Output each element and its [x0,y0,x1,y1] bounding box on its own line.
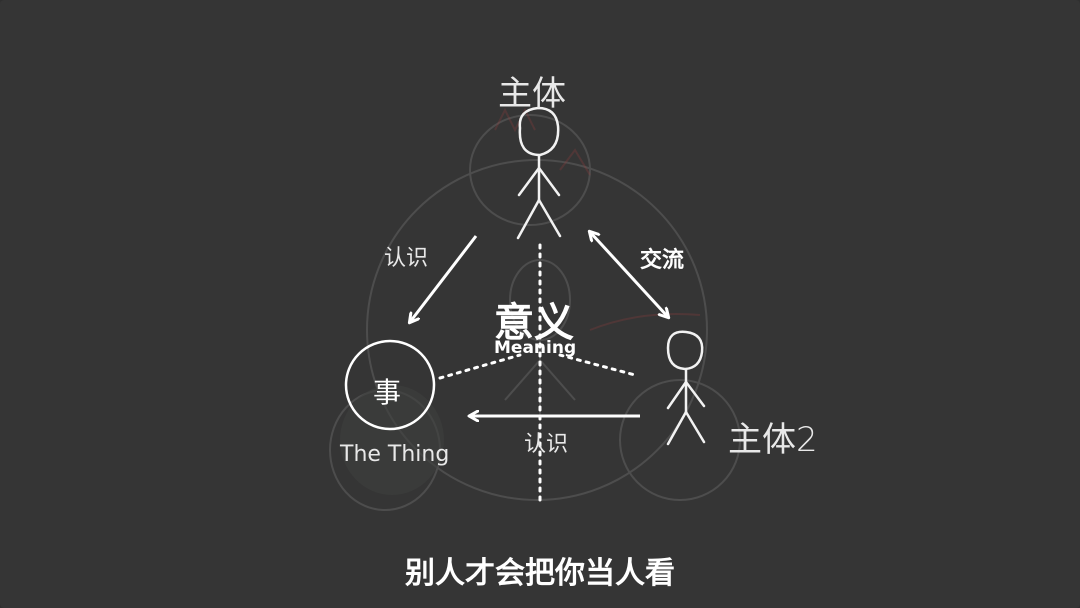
subject-top-figure [516,106,562,240]
meaning-label-cn: 意义 [494,300,574,346]
communicate-label: 交流 [640,248,685,273]
subject-2-figure [666,330,706,446]
thing-label-cn: 事 [373,376,402,409]
subtitle-caption: 别人才会把你当人看 [405,556,675,591]
recognize-arrow-left [410,235,478,322]
subject-top-label: 主体 [498,74,566,114]
recognize-bottom-label: 认识 [524,432,569,457]
thing-circle [344,339,436,431]
meaning-label-en: Meaning [494,338,577,358]
subject-2-label: 主体2 [728,420,818,460]
thing-texture [340,385,444,495]
communicate-arrow [590,232,668,317]
recognize-left-label: 认识 [384,246,429,271]
meaning-links [438,243,637,502]
thing-label-en: The Thing [340,442,450,467]
